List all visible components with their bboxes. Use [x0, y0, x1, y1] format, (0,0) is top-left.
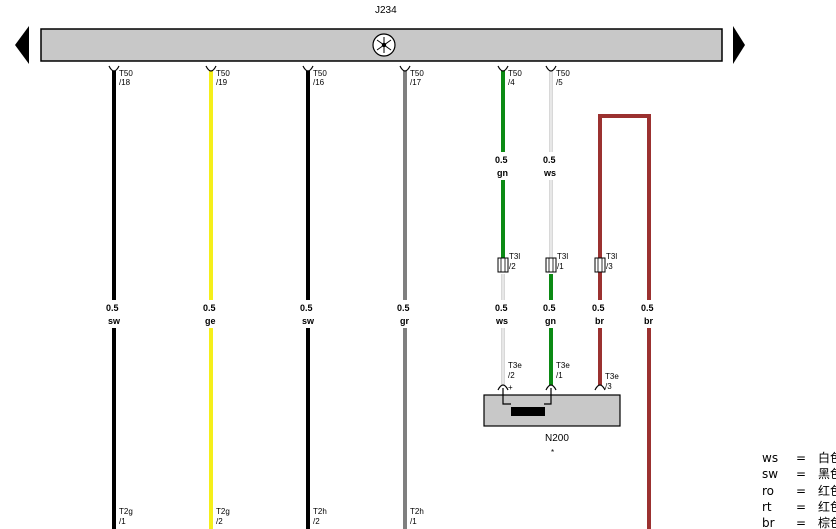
legend-text: 红色	[818, 483, 836, 498]
component-j234	[15, 26, 745, 64]
top-pin-connector: T50	[410, 69, 424, 78]
bottom-pin-connector: T2h	[313, 507, 327, 516]
wire-color-code-lower: ws	[495, 316, 508, 326]
legend-eq: =	[796, 484, 806, 498]
connector-pin-icon	[399, 65, 411, 72]
bottom-pin-number: /3	[605, 382, 612, 391]
legend-text: 棕色	[818, 515, 836, 529]
connector-pin-icon	[545, 384, 557, 391]
top-pin-number: /16	[313, 78, 325, 87]
mid-pin-number: /1	[557, 262, 564, 271]
wire-color-code-upper: gn	[497, 168, 508, 178]
wire-gauge: 0.5	[300, 303, 313, 313]
wire-color-code: sw	[302, 316, 315, 326]
connector-pin-icon	[545, 65, 557, 72]
legend-text: 红色	[818, 499, 836, 514]
bottom-pin-connector: T2h	[410, 507, 424, 516]
inline-connector-icon	[545, 257, 557, 273]
top-pin-connector: T50	[119, 69, 133, 78]
top-pin-number: /5	[556, 78, 563, 87]
component-n200-label: N200	[545, 433, 569, 444]
top-pin-number: /4	[508, 78, 515, 87]
wire-brown-loop: T3l /3 0.5 br T3e /3 0.5 br	[589, 114, 660, 529]
component-n200: N200 *	[483, 388, 621, 457]
legend-eq: =	[796, 500, 806, 514]
connector-pin-icon	[497, 384, 509, 391]
legend-text: 黑色	[818, 467, 836, 481]
mid-pin-number: /2	[509, 262, 516, 271]
top-pin-number: /17	[410, 78, 422, 87]
bottom-pin-connector: T2g	[119, 507, 133, 516]
wire-gauge-upper: 0.5	[495, 155, 508, 165]
wire-t50-19: T50 /19 0.5 ge T2g /2	[200, 65, 230, 529]
wire-t50-5: T50 /5 0.5 ws T3l /1 0.5 gn T3e /1	[540, 65, 570, 391]
wire-color-code: br	[644, 316, 653, 326]
top-pin-connector: T50	[216, 69, 230, 78]
mid-pin-connector: T3l	[606, 252, 617, 261]
component-n200-note: *	[551, 448, 554, 457]
bottom-pin-number: /1	[410, 517, 417, 526]
bottom-pin-number: /2	[508, 371, 515, 380]
legend-eq: =	[796, 467, 806, 481]
legend-eq: =	[796, 451, 806, 465]
wire-gauge: 0.5	[397, 303, 410, 313]
bottom-pin-number: /1	[119, 517, 126, 526]
top-pin-connector: T50	[313, 69, 327, 78]
wire-gauge-upper: 0.5	[543, 155, 556, 165]
arrow-left-icon	[15, 26, 29, 64]
wire-t50-18: T50 /18 0.5 sw T2g /1	[103, 65, 133, 529]
connector-pin-icon	[205, 65, 217, 72]
legend-code: br	[762, 516, 775, 529]
wire-color-code: sw	[108, 316, 121, 326]
wire-gauge: 0.5	[106, 303, 119, 313]
top-pin-connector: T50	[556, 69, 570, 78]
bottom-pin-connector: T3e	[508, 361, 522, 370]
arrow-right-icon	[733, 26, 745, 64]
legend-code: rt	[762, 500, 772, 514]
legend-code: sw	[762, 467, 778, 481]
inline-connector-icon	[594, 257, 606, 273]
wire-gauge-lower: 0.5	[495, 303, 508, 313]
wire-gauge: 0.5	[203, 303, 216, 313]
connector-pin-icon	[302, 65, 314, 72]
terminal-polarity: +	[508, 383, 513, 392]
wire-color-code-lower: gn	[545, 316, 556, 326]
component-j234-label: J234	[375, 5, 397, 16]
bottom-pin-connector: T2g	[216, 507, 230, 516]
top-pin-number: /18	[119, 78, 131, 87]
wire-color-code: gr	[400, 316, 409, 326]
wire-gauge-lower: 0.5	[543, 303, 556, 313]
wire-gauge: 0.5	[592, 303, 605, 313]
wire-color-code-upper: ws	[543, 168, 556, 178]
bottom-pin-number: /1	[556, 371, 563, 380]
legend-text: 白色	[818, 450, 836, 465]
connector-pin-icon	[108, 65, 120, 72]
mid-pin-number: /3	[606, 262, 613, 271]
connector-pin-icon	[594, 384, 606, 391]
mid-pin-connector: T3l	[557, 252, 568, 261]
bottom-pin-number: /2	[313, 517, 320, 526]
bottom-pin-connector: T3e	[605, 372, 619, 381]
wire-t50-4: T50 /4 0.5 gn T3l /2 0.5 ws T3e /2 +	[492, 65, 522, 392]
inline-connector-icon	[497, 257, 509, 273]
mid-pin-connector: T3l	[509, 252, 520, 261]
color-legend: ws = 白色 sw = 黑色 ro = 红色 rt = 红色 br = 棕色	[762, 450, 836, 529]
bottom-pin-connector: T3e	[556, 361, 570, 370]
legend-code: ws	[762, 451, 778, 465]
wire-color-code: br	[595, 316, 604, 326]
wire-t50-16: T50 /16 0.5 sw T2h /2	[297, 65, 327, 529]
top-pin-number: /19	[216, 78, 228, 87]
wire-gauge: 0.5	[641, 303, 654, 313]
bottom-pin-number: /2	[216, 517, 223, 526]
legend-eq: =	[796, 516, 806, 529]
legend-code: ro	[762, 484, 774, 498]
airbag-control-symbol-icon	[372, 33, 396, 57]
resistor-icon	[511, 407, 545, 416]
wire-t50-17: T50 /17 0.5 gr T2h /1	[394, 65, 424, 529]
connector-pin-icon	[497, 65, 509, 72]
wire-color-code: ge	[205, 316, 216, 326]
top-pin-connector: T50	[508, 69, 522, 78]
